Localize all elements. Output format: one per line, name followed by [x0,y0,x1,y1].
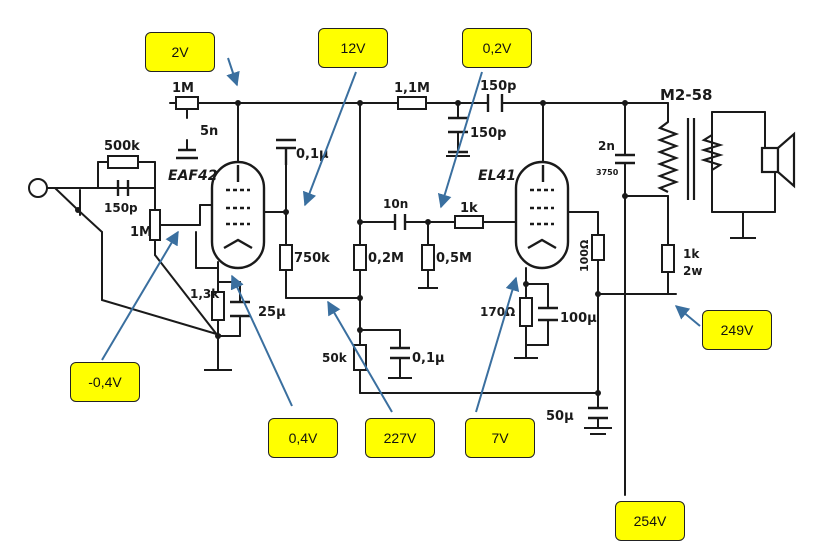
voltage-label-2v: 2V [145,32,215,72]
label-r-1k-2w: 1k [683,247,700,261]
label-c-150p-top: 150p [480,79,516,94]
voltage-label-neg-0-4v: -0,4V [70,362,140,402]
input-jack-icon [28,178,48,198]
label-r-1k-grid: 1k [460,201,478,216]
voltage-label-12v: 12V [318,28,388,68]
voltage-label-7v: 7V [465,418,535,458]
tube-eaf42 [210,160,266,270]
voltage-label-254v: 254V [615,501,685,541]
voltage-label-227v: 227V [365,418,435,458]
label-c-100u: 100μ [560,311,597,326]
output-transformer [656,118,724,200]
label-c-150p-in: 150p [104,201,138,215]
junction-dots [75,100,628,396]
label-r-50k: 50k [322,351,348,365]
label-r-1k-2w-rating: 2w [683,264,702,278]
label-c-2n-volt: 3750 [596,168,619,177]
label-r-1-1m: 1,1M [394,81,430,96]
label-r-170: 170Ω [480,305,515,319]
label-pot-1m: 1M [130,225,152,240]
voltage-label-0-2v: 0,2V [462,28,532,68]
voltage-label-0-4v: 0,4V [268,418,338,458]
pointer-arrows [101,57,701,413]
label-c-150p-b: 150p [470,126,506,141]
label-r-750k: 750k [294,251,330,266]
label-c-01u-a: 0,1μ [296,147,329,162]
label-c-50u: 50μ [546,409,574,424]
label-r-500k: 500k [104,139,140,154]
label-c-01u-b: 0,1μ [412,351,445,366]
label-r-100: 100Ω [578,239,591,272]
label-c-25u: 25μ [258,305,286,320]
tube-el41 [514,160,570,270]
component-labels: 1M 5n 500k 150p 1M EAF42 0,1μ 1,1M 150p … [104,79,712,424]
label-r-13k: 1,3k [190,287,220,301]
label-tube-1: EAF42 [168,168,217,184]
speaker-icon [760,131,796,189]
label-r-05m: 0,5M [436,251,472,266]
label-r-1m-top: 1M [172,81,194,96]
label-c-10n: 10n [383,197,408,211]
label-c-2n: 2n [598,139,615,153]
label-r-02m: 0,2M [368,251,404,266]
voltage-label-249v: 249V [702,310,772,350]
label-tube-2: EL41 [478,168,516,184]
label-transformer: M2-58 [660,86,712,104]
label-c-5n: 5n [200,124,218,139]
ground-symbols [204,155,756,435]
